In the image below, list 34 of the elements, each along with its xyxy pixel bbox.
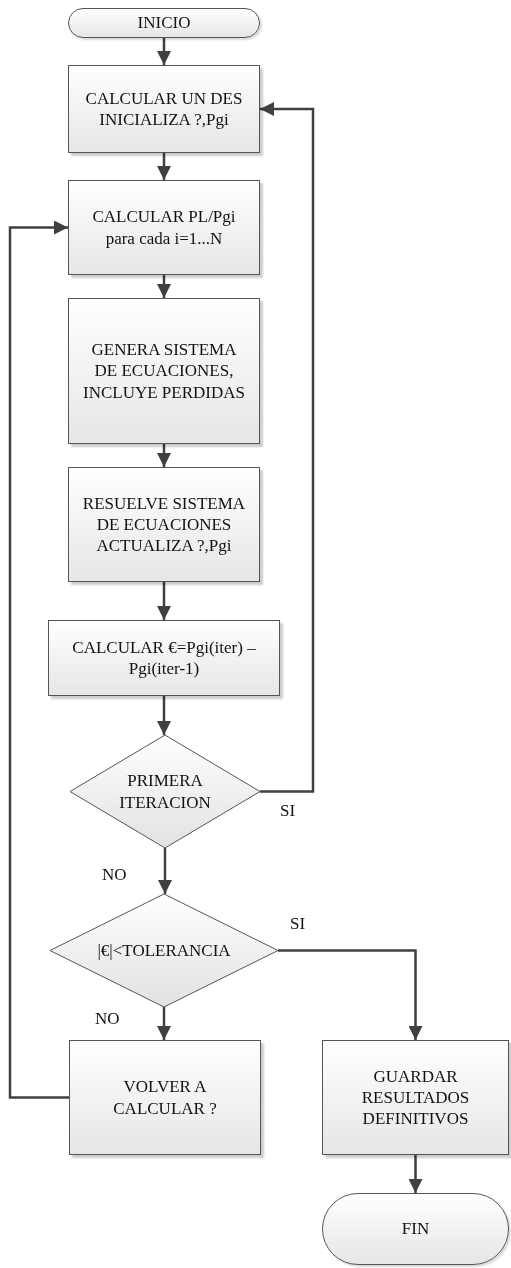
arrow xyxy=(408,1155,423,1193)
process-box xyxy=(68,180,260,275)
arrow xyxy=(157,153,171,180)
terminal-box xyxy=(322,1193,509,1265)
arrow xyxy=(8,220,69,1099)
process-box xyxy=(69,1040,261,1155)
node-text: FIN xyxy=(401,1218,430,1240)
terminal-box xyxy=(68,8,260,38)
decision-diamond xyxy=(70,735,260,848)
node-text: GENERA SISTEMA DE ECUACIONES, INCLUYE PERDIDAS xyxy=(82,339,246,403)
node-text: CALCULAR €=Pgi(iter) – Pgi(iter-1) xyxy=(71,636,257,680)
process-box xyxy=(322,1040,509,1155)
arrow xyxy=(157,1007,171,1040)
node-text: |€|<TOLERANCIA xyxy=(96,939,232,962)
node-text: INICIO xyxy=(137,12,191,34)
process-box xyxy=(68,65,260,153)
node-text: VOLVER A CALCULAR ? xyxy=(112,1076,218,1119)
arrow xyxy=(278,949,423,1040)
arrow xyxy=(157,582,171,620)
arrow xyxy=(260,102,315,793)
process-box xyxy=(68,298,260,444)
node-text: RESUELVE SISTEMA DE ECUACIONES ACTUALIZA ?,Pgi xyxy=(81,492,247,557)
process-box xyxy=(48,620,280,696)
arrow xyxy=(157,444,171,467)
node-text: PRIMERA ITERACION xyxy=(118,770,212,813)
decision-diamond xyxy=(50,894,278,1007)
arrow xyxy=(157,696,171,735)
arrow xyxy=(157,38,171,65)
arrow xyxy=(158,848,172,894)
node-text: GUARDAR RESULTADOS DEFINITIVOS xyxy=(360,1065,471,1130)
node-text: CALCULAR UN DES INICIALIZA ?,Pgi xyxy=(84,87,244,131)
node-text: CALCULAR PL/Pgi para cada i=1...N xyxy=(91,206,237,249)
arrow xyxy=(157,275,171,298)
process-box xyxy=(68,467,260,582)
